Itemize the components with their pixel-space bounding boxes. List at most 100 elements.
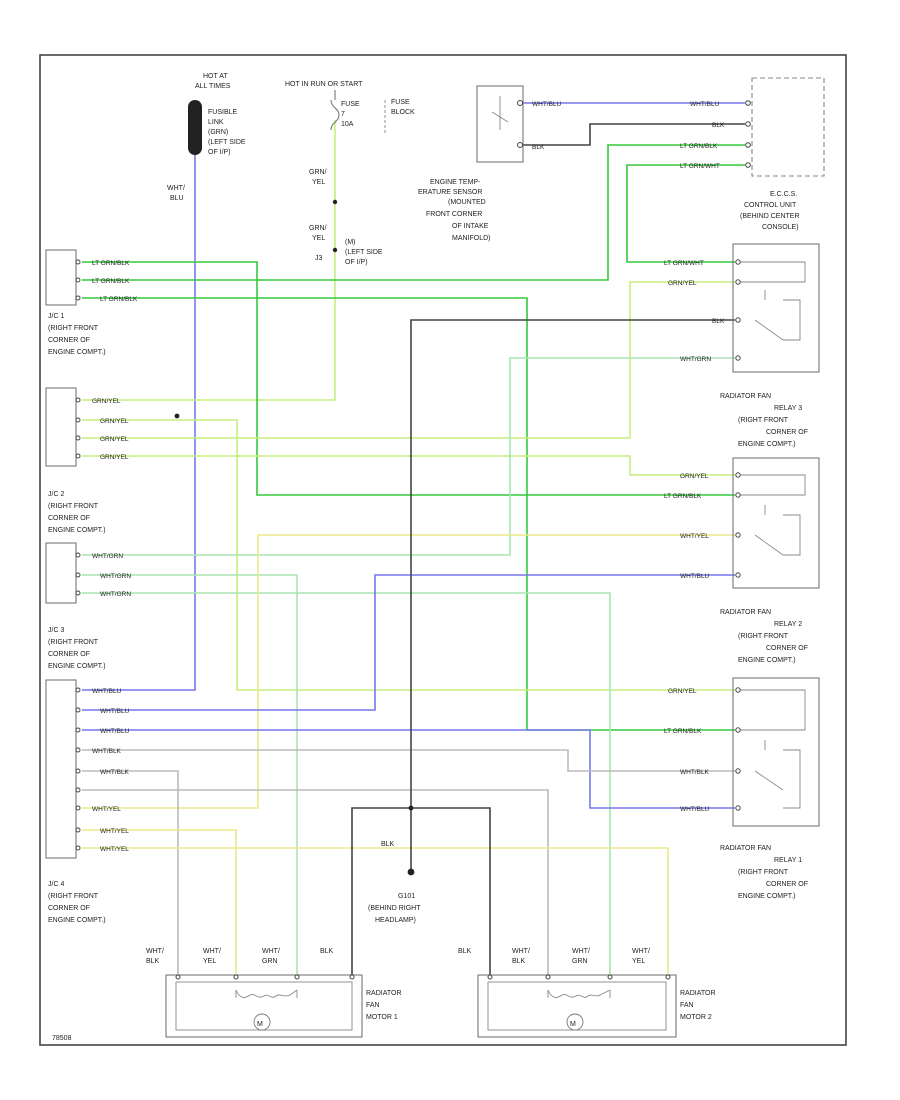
grn-yel-label: GRN/ bbox=[309, 225, 327, 232]
ect-sensor-label: MANIFOLD) bbox=[452, 235, 491, 242]
radiator-fan-relay-2 bbox=[732, 457, 820, 589]
wire-label: WHT/YEL bbox=[100, 828, 129, 835]
wire-label: LT GRN/BLK bbox=[92, 278, 130, 285]
wire-label: WHT/BLU bbox=[100, 728, 130, 735]
fusible-link-label: LINK bbox=[208, 119, 224, 126]
jc4-connector bbox=[45, 679, 81, 859]
ect-sensor-label: ENGINE TEMP- bbox=[430, 179, 481, 186]
jc1-label: CORNER OF bbox=[48, 337, 90, 344]
fuse-block-label: FUSE bbox=[391, 99, 410, 106]
motor1-wire-label: WHT/ bbox=[203, 948, 221, 955]
ground-g101 bbox=[407, 805, 415, 876]
motor2-wire-label: WHT/ bbox=[512, 948, 530, 955]
ground-label: (BEHIND RIGHT bbox=[368, 905, 421, 912]
fuse-label: 7 bbox=[341, 111, 345, 118]
relay2-label: (RIGHT FRONT bbox=[738, 633, 789, 640]
wire-label: BLK bbox=[712, 122, 725, 129]
figure-id: 78508 bbox=[52, 1035, 72, 1042]
wire-eccs-lt-grn-wht bbox=[626, 164, 745, 263]
hot-in-run-label: HOT IN RUN OR START bbox=[285, 81, 363, 88]
j3-note: (M) bbox=[345, 239, 356, 246]
jc4-label: ENGINE COMPT.) bbox=[48, 917, 106, 924]
relay1-label: RELAY 1 bbox=[774, 857, 802, 864]
engine-temperature-sensor bbox=[476, 85, 524, 163]
ect-sensor-label: (MOUNTED bbox=[448, 199, 486, 206]
eccs-label: E.C.C.S. bbox=[770, 191, 797, 198]
hot-at-all-times-label: HOT AT bbox=[203, 73, 228, 80]
wire-jc3-motor2 bbox=[82, 592, 611, 975]
radiator-fan-relay-1 bbox=[732, 677, 820, 827]
motor1-wire-label: YEL bbox=[203, 958, 216, 965]
motor-symbol: M bbox=[257, 1021, 263, 1028]
relay3-label: RADIATOR FAN bbox=[720, 393, 771, 400]
ect-sensor-label: FRONT CORNER bbox=[426, 211, 482, 218]
wire-jc4-motor1-yel bbox=[82, 829, 237, 975]
wire-label: WHT/BLU bbox=[92, 688, 122, 695]
wire-label: LT GRN/BLK bbox=[92, 260, 130, 267]
blk-label: BLK bbox=[381, 841, 395, 848]
j3-note: (LEFT SIDE bbox=[345, 249, 383, 256]
wire-relay2-wht-yel bbox=[82, 534, 735, 809]
grn-yel-label: YEL bbox=[312, 179, 325, 186]
hot-at-all-times-label: ALL TIMES bbox=[195, 83, 231, 90]
motor2-wire-label: BLK bbox=[512, 958, 526, 965]
radiator-fan-motor-2 bbox=[477, 974, 677, 1038]
grn-yel-label: YEL bbox=[312, 235, 325, 242]
j3-splice bbox=[332, 247, 338, 253]
motor1-label: FAN bbox=[366, 1002, 380, 1009]
wire-label: WHT/BLK bbox=[100, 769, 130, 776]
jc3-label: CORNER OF bbox=[48, 651, 90, 658]
wire-jc2-relay3 bbox=[82, 281, 735, 439]
j3-note: OF I/P) bbox=[345, 259, 368, 266]
wht-blu-label: WHT/ bbox=[167, 185, 185, 192]
radiator-fan-relay-3 bbox=[732, 243, 820, 373]
eccs-control-unit bbox=[745, 77, 825, 177]
motor2-wire-label: GRN bbox=[572, 958, 588, 965]
wire-jc4-motor2-yel bbox=[82, 847, 669, 975]
ect-sensor-label: ERATURE SENSOR bbox=[418, 189, 482, 196]
radiator-fan-motor-1 bbox=[165, 974, 363, 1038]
splice-dot bbox=[174, 413, 180, 419]
fusible-link-label: (LEFT SIDE bbox=[208, 139, 246, 146]
j3-label: J3 bbox=[315, 255, 323, 262]
ground-label: G101 bbox=[398, 893, 415, 900]
wire-jc1-relay1 bbox=[82, 297, 735, 731]
wire-grn-yel-feed bbox=[82, 120, 336, 401]
wire-label: WHT/GRN bbox=[92, 553, 123, 560]
jc1-label: J/C 1 bbox=[48, 313, 64, 320]
wire-jc4-relay2 bbox=[82, 574, 735, 711]
jc2-label: (RIGHT FRONT bbox=[48, 503, 99, 510]
jc1-label: ENGINE COMPT.) bbox=[48, 349, 106, 356]
wire-jc4-relay1-blk bbox=[82, 749, 735, 772]
motor-symbol: M bbox=[570, 1021, 576, 1028]
jc2-connector bbox=[45, 387, 81, 467]
fuse-label: 10A bbox=[341, 121, 354, 128]
wire-jc3-relay3 bbox=[82, 357, 735, 556]
fusible-link-label: OF I/P) bbox=[208, 149, 231, 156]
eccs-label: (BEHIND CENTER bbox=[740, 213, 800, 220]
jc2-label: J/C 2 bbox=[48, 491, 64, 498]
relay3-label: CORNER OF bbox=[766, 429, 808, 436]
motor2-wire-label: YEL bbox=[632, 958, 645, 965]
labels: HOT AT ALL TIMES FUSIBLE LINK (GRN) (LEF… bbox=[48, 73, 808, 1042]
wire-label: GRN/YEL bbox=[680, 473, 709, 480]
blk-label: BLK bbox=[320, 948, 334, 955]
wire-label: WHT/BLU bbox=[690, 101, 720, 108]
jc1-label: (RIGHT FRONT bbox=[48, 325, 99, 332]
wire-label: WHT/BLU bbox=[532, 101, 562, 108]
wire-ect-blk bbox=[520, 123, 745, 146]
motor1-wire-label: GRN bbox=[262, 958, 278, 965]
wire-label: GRN/YEL bbox=[100, 418, 129, 425]
wire-jc4-motor2-blk bbox=[82, 789, 549, 975]
motor2-label: RADIATOR bbox=[680, 990, 716, 997]
wire-label: LT GRN/BLK bbox=[664, 728, 702, 735]
wire-label: WHT/GRN bbox=[100, 573, 131, 580]
wire-label: WHT/GRN bbox=[100, 591, 131, 598]
wire-jc4-motor1-blk bbox=[82, 770, 179, 975]
wire-eccs-lt-grn-blk bbox=[82, 144, 745, 281]
jc3-label: ENGINE COMPT.) bbox=[48, 663, 106, 670]
motor1-wire-label: WHT/ bbox=[262, 948, 280, 955]
fuse-label: FUSE bbox=[341, 101, 360, 108]
relay1-label: CORNER OF bbox=[766, 881, 808, 888]
